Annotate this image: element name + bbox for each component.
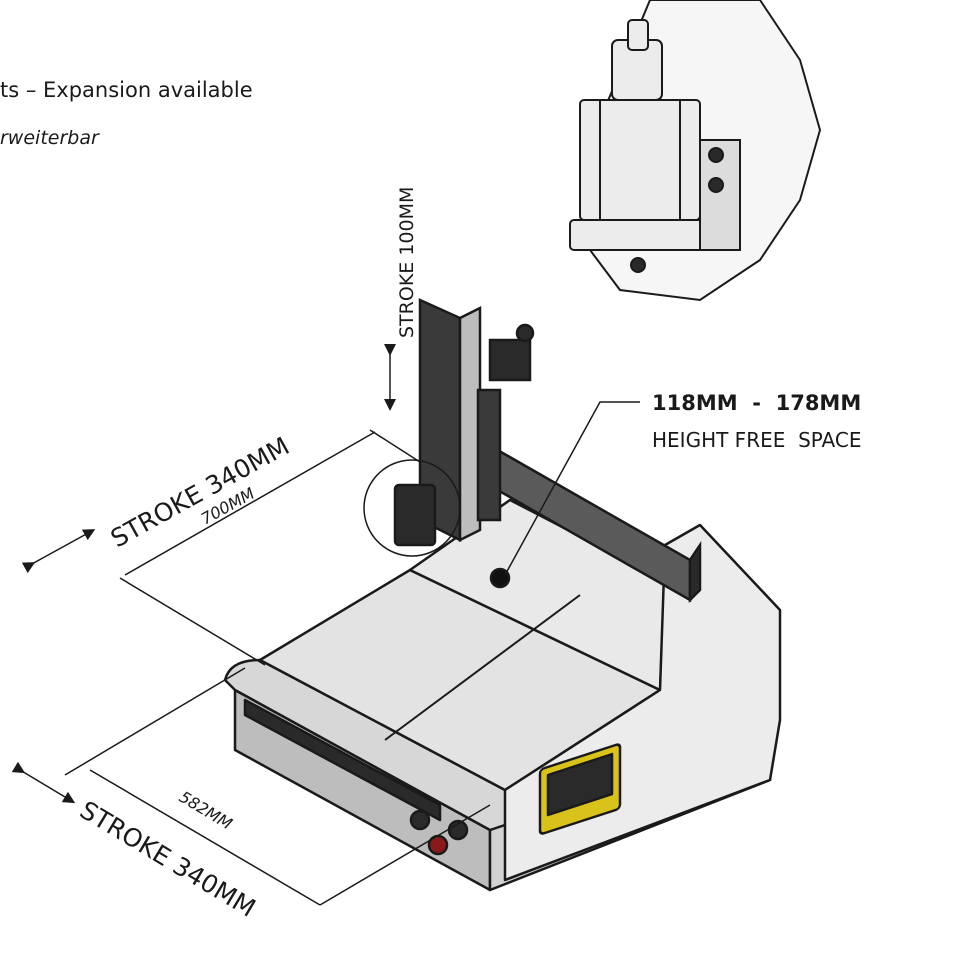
gantry: [363, 298, 702, 604]
expansion-note: ts – Expansion available: [0, 78, 253, 102]
motor-detail: [569, 0, 822, 302]
height-caption-label: HEIGHT FREE SPACE: [652, 428, 861, 452]
stroke-z-label: STROKE 100MM: [396, 187, 418, 338]
dimension-lines: [11, 344, 640, 906]
height-range-label: 118MM - 178MM: [652, 391, 861, 415]
stroke-y-label: STROKE 340MM: [106, 431, 294, 553]
expansion-note-de: rweiterbar: [0, 127, 99, 149]
